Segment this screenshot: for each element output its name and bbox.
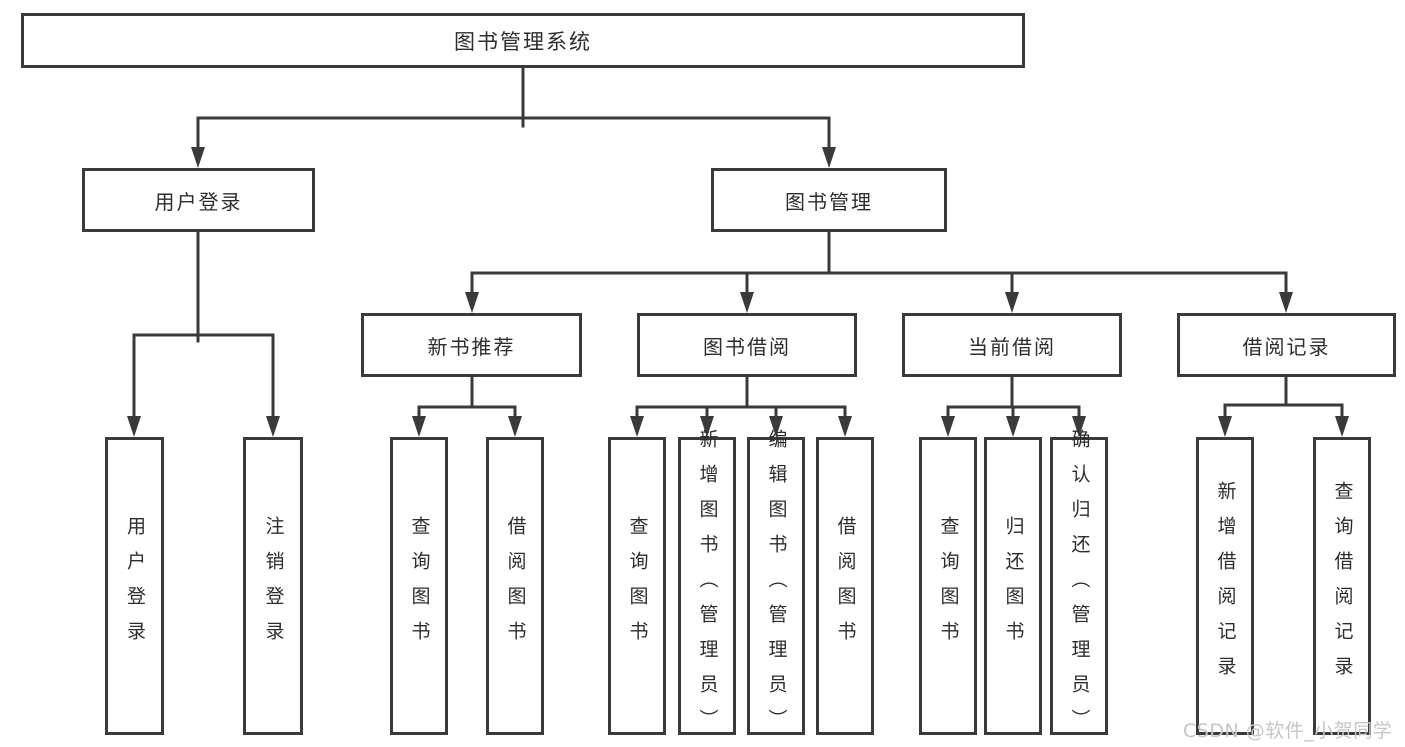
leaf-borrowing-add-books-admin: 新增图书（管理员） [678, 429, 736, 744]
node-label: 借阅记录 [1242, 334, 1331, 359]
leaf-label: 注销登录 [262, 516, 285, 656]
leaf-borrowing-borrow-books: 借阅图书 [816, 437, 874, 735]
leaf-current-query-books: 查询图书 [919, 437, 977, 735]
leaf-label: 确认归还（管理员） [1068, 428, 1091, 744]
leaf-label: 查询图书 [408, 516, 431, 656]
node-label: 图书借阅 [703, 334, 791, 359]
leaf-records-add-record: 新增借阅记录 [1196, 437, 1254, 735]
node-current-borrowing: 当前借阅 [902, 313, 1122, 377]
leaf-label: 查询图书 [626, 516, 649, 656]
leaf-label: 查询图书 [937, 516, 960, 656]
leaf-label: 归还图书 [1002, 516, 1025, 656]
leaf-label: 查询借阅记录 [1331, 481, 1354, 691]
leaf-label: 借阅图书 [834, 516, 857, 656]
leaf-records-query-record: 查询借阅记录 [1313, 437, 1371, 735]
csdn-watermark: CSDN @软件_小贺同学 [1183, 720, 1393, 742]
node-label: 当前借阅 [968, 334, 1056, 359]
leaf-label: 新增图书（管理员） [696, 428, 719, 744]
leaf-logout: 注销登录 [243, 437, 303, 735]
leaf-label: 借阅图书 [504, 516, 527, 656]
arrowheads [127, 147, 1349, 437]
node-book-borrowing: 图书借阅 [637, 313, 857, 377]
leaf-recommend-borrow-books: 借阅图书 [486, 437, 544, 735]
leaf-borrowing-query-books: 查询图书 [608, 437, 666, 735]
leaf-borrowing-edit-books-admin: 编辑图书（管理员） [747, 429, 805, 744]
leaf-current-confirm-return-admin: 确认归还（管理员） [1050, 429, 1108, 744]
node-user-login: 用户登录 [82, 168, 315, 232]
leaf-label: 用户登录 [124, 516, 146, 656]
node-label: 新书推荐 [427, 334, 516, 359]
node-book-management: 图书管理 [711, 168, 947, 232]
node-label: 图书管理系统 [454, 29, 592, 54]
node-label: 用户登录 [154, 189, 243, 214]
leaf-label: 编辑图书（管理员） [765, 428, 788, 744]
node-new-book-recommend: 新书推荐 [361, 313, 582, 377]
leaf-label: 新增借阅记录 [1214, 481, 1237, 691]
leaf-recommend-query-books: 查询图书 [390, 437, 448, 735]
leaf-current-return-books: 归还图书 [984, 437, 1042, 735]
node-borrowing-records: 借阅记录 [1177, 313, 1396, 377]
node-root: 图书管理系统 [21, 13, 1025, 68]
leaf-user-login: 用户登录 [105, 437, 164, 735]
node-label: 图书管理 [785, 189, 873, 214]
